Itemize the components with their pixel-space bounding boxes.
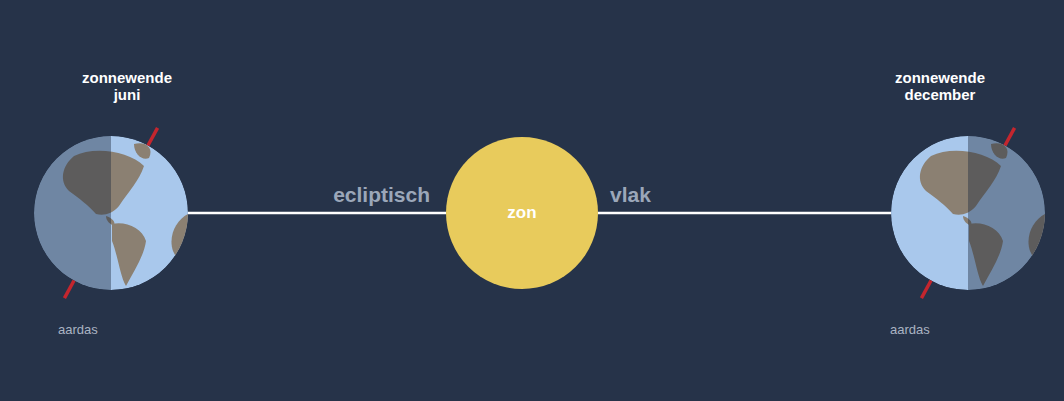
earth-globe: zonnewende juni <box>34 136 188 290</box>
plane-label: vlak <box>610 183 651 207</box>
sun-circle: zon <box>446 137 598 289</box>
axis-label: aardas <box>58 322 98 338</box>
axis-label: aardas <box>890 322 930 338</box>
solstice-heading: zonnewende december <box>880 69 1000 103</box>
earth-axis <box>148 128 158 146</box>
earth-axis <box>921 281 931 299</box>
earth-axis <box>1005 128 1015 146</box>
solstice-heading: zonnewende juni <box>67 69 187 103</box>
earth-illustration <box>891 136 1045 290</box>
plane-label: ecliptisch <box>333 183 430 207</box>
earth-axis <box>64 281 74 299</box>
ecliptic-line <box>598 212 891 215</box>
ecliptic-line <box>188 212 446 215</box>
earth-globe: zonnewende december <box>891 136 1045 290</box>
earth-illustration <box>34 136 188 290</box>
sun-label: zon <box>507 203 536 223</box>
